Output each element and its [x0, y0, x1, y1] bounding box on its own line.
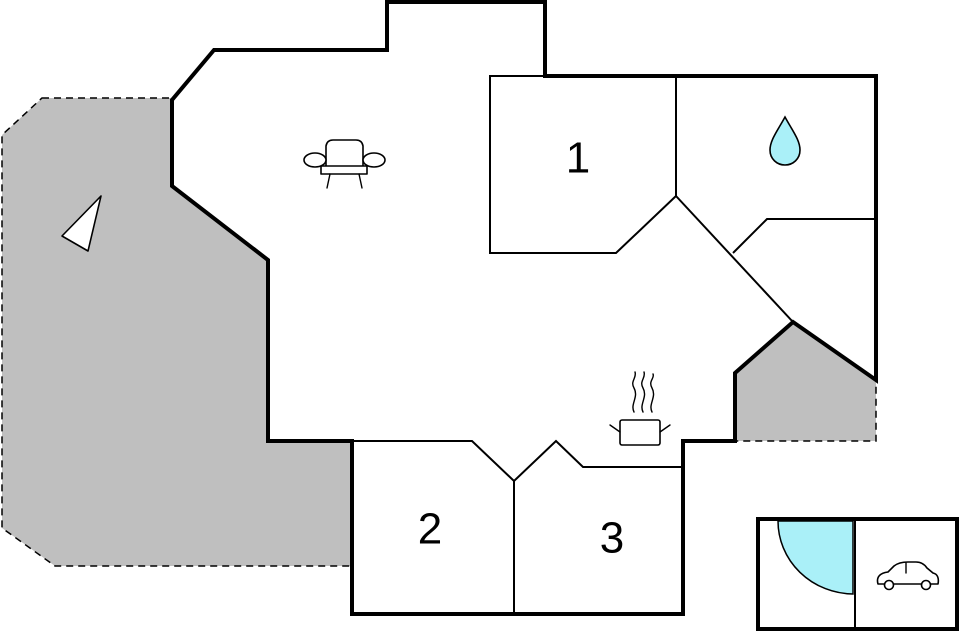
- sofa-icon: [303, 139, 386, 189]
- outer-walls: [170, 0, 878, 616]
- room-label-1: 1: [566, 134, 590, 183]
- bathroom-water-drop-icon: [769, 115, 801, 166]
- north-arrow-icon: [61, 195, 102, 252]
- kitchen-pot-icon: [609, 371, 671, 446]
- carport-door-icon: [777, 520, 854, 595]
- room-label-3: 3: [600, 514, 624, 563]
- car-icon: [876, 561, 940, 591]
- carport: [756, 517, 959, 631]
- interior-walls: [352, 75, 876, 614]
- room-label-2: 2: [418, 505, 442, 554]
